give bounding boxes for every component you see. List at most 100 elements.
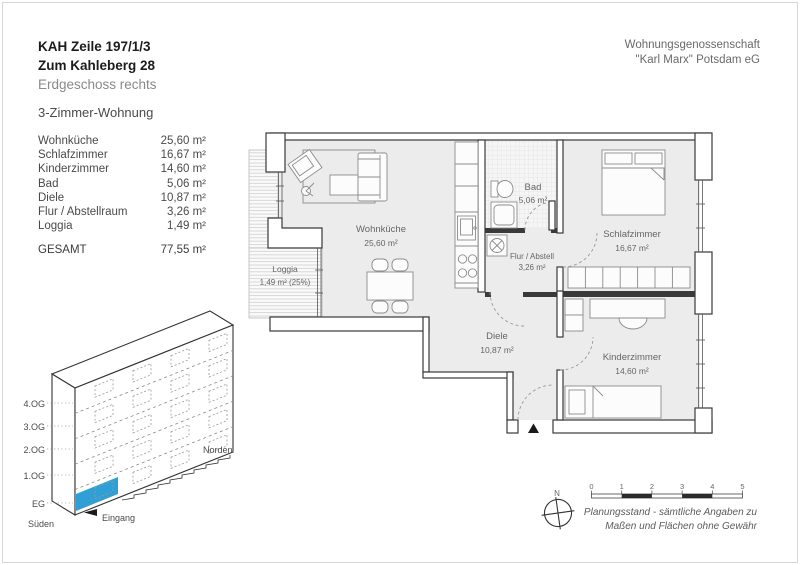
- room-label-wohnkueche: Wohnküche: [356, 224, 406, 235]
- compass-and-scale: N 0 1 2 3 4 5: [541, 482, 745, 530]
- project-id: KAH Zeile 197/1/3: [38, 39, 151, 54]
- bath-door-leaf: [548, 200, 556, 231]
- terrain-steps: [121, 455, 231, 501]
- bathtub-icon: [490, 201, 518, 229]
- company-city: "Karl Marx" Potsdam eG: [635, 53, 760, 66]
- floor-position: Erdgeschoss rechts: [38, 77, 157, 92]
- floor-label-eg: EG: [32, 499, 45, 509]
- highlighted-flat: [76, 477, 118, 511]
- row-value: 5,06 m²: [167, 177, 206, 190]
- room-label-flur: Flur / Abstell: [510, 252, 554, 261]
- table-row: Bad 5,06 m²: [38, 177, 206, 191]
- apartment-floor: [278, 140, 700, 420]
- disclaimer-line2: Maßen und Flächen ohne Gewähr: [605, 520, 757, 532]
- room-area-diele: 10,87 m²: [480, 345, 514, 355]
- row-label: Bad: [38, 177, 59, 190]
- desk-icon: [589, 298, 666, 319]
- entrance-flag-icon: [84, 509, 97, 516]
- desk-chair-icon: [618, 317, 648, 330]
- floor-leaders: [47, 402, 73, 504]
- room-area-bad: 5,06 m²: [519, 195, 548, 205]
- scale-tick-4: 4: [710, 482, 714, 491]
- scale-bar: 0 1 2 3 4 5: [589, 482, 745, 499]
- single-bed-icon: [564, 385, 662, 419]
- bedroom-furniture: [567, 149, 691, 289]
- floor-label-2og: 2.OG: [23, 445, 45, 455]
- floor-label-3og: 3.OG: [23, 422, 45, 432]
- scale-tick-3: 3: [680, 482, 684, 491]
- sofa-icon: [357, 152, 388, 202]
- row-value: 10,87 m²: [160, 191, 206, 204]
- row-label: Flur / Abstellraum: [38, 206, 128, 219]
- north-compass-icon: N: [541, 489, 575, 530]
- table-row: Diele 10,87 m²: [38, 191, 206, 205]
- room-area-schlafzimmer: 16,67 m²: [615, 243, 649, 253]
- apartment-type: 3-Zimmer-Wohnung: [38, 105, 154, 120]
- stove-icon: [457, 254, 478, 278]
- room-label-schlafzimmer: Schlafzimmer: [603, 229, 661, 240]
- row-label: Wohnküche: [38, 135, 99, 147]
- south-label: Süden: [28, 519, 54, 529]
- company-name: Wohnungsgenossenschaft: [624, 39, 760, 51]
- bath-furniture: [486, 180, 518, 257]
- room-area-table: Wohnküche 25,60 m² Schlafzimmer 16,67 m² K…: [38, 134, 206, 233]
- washing-machine-icon: [486, 234, 508, 257]
- walls: [265, 132, 713, 434]
- room-area-loggia: 1,49 m² (25%): [260, 278, 311, 287]
- scale-tick-1: 1: [620, 482, 624, 491]
- total-label: GESAMT: [38, 244, 87, 256]
- table-row: Flur / Abstellraum 3,26 m²: [38, 205, 206, 219]
- toilet-icon: [490, 180, 514, 198]
- street-address: Zum Kahleberg 28: [38, 58, 156, 73]
- scale-tick-2: 2: [650, 482, 654, 491]
- room-label-diele: Diele: [486, 331, 508, 342]
- title-block: KAH Zeile 197/1/3 Zum Kahleberg 28 Erdge…: [38, 37, 157, 94]
- room-area-kinderzimmer: 14,60 m²: [615, 366, 649, 376]
- shelf-icon: [564, 298, 584, 332]
- building-labels: 4.OG 3.OG 2.OG 1.OG EG Norden Süden Eing…: [23, 399, 232, 529]
- entrance-arrow-icon: [528, 423, 539, 433]
- loggia-deck: [248, 149, 323, 319]
- disclaimer: Planungsstand - sämtliche Angaben zu Maß…: [584, 506, 757, 533]
- entrance-label: Eingang: [102, 513, 135, 523]
- kitchen-counter-icon: [454, 141, 479, 289]
- floor-plan: Wohnküche 25,60 m² Bad 5,06 m² Schlafzim…: [248, 132, 713, 434]
- room-label-loggia: Loggia: [272, 264, 298, 274]
- row-label: Schlafzimmer: [38, 149, 108, 162]
- floor-lamp-icon: [301, 182, 315, 197]
- disclaimer-line1: Planungsstand - sämtliche Angaben zu: [583, 507, 757, 518]
- wardrobe-icon: [567, 266, 691, 289]
- row-label: Diele: [38, 191, 65, 204]
- scale-tick-5: 5: [740, 482, 744, 491]
- room-label-kinderzimmer: Kinderzimmer: [603, 352, 662, 363]
- row-value: 3,26 m²: [167, 206, 206, 219]
- total-row: GESAMT 77,55 m²: [38, 244, 206, 256]
- row-label: Loggia: [38, 220, 73, 233]
- company-block: Wohnungsgenossenschaft "Karl Marx" Potsd…: [625, 38, 760, 67]
- dining-table-icon: [366, 258, 414, 314]
- building-shape: [50, 310, 235, 516]
- scale-tick-0: 0: [589, 482, 593, 491]
- child-room-furniture: [564, 298, 666, 419]
- floor-label-4og: 4.OG: [23, 399, 45, 409]
- north-label: Norden: [203, 445, 233, 455]
- table-row: Schlafzimmer 16,67 m²: [38, 148, 206, 162]
- row-value: 16,67 m²: [160, 149, 206, 162]
- room-labels: Wohnküche 25,60 m² Bad 5,06 m² Schlafzim…: [260, 182, 662, 376]
- armchair-icon: [287, 148, 323, 184]
- total-value: 77,55 m²: [160, 244, 206, 256]
- living-room-furniture: [287, 141, 479, 314]
- table-row: Loggia 1,49 m²: [38, 219, 206, 233]
- row-value: 25,60 m²: [160, 135, 206, 147]
- room-area-flur: 3,26 m²: [518, 263, 545, 272]
- table-row: Wohnküche 25,60 m²: [38, 134, 206, 148]
- row-label: Kinderzimmer: [38, 163, 109, 176]
- row-value: 1,49 m²: [167, 220, 206, 233]
- compass-n-label: N: [554, 489, 560, 498]
- windows: [276, 172, 705, 408]
- room-label-bad: Bad: [525, 182, 542, 193]
- double-bed-icon: [601, 149, 666, 216]
- floor-label-1og: 1.OG: [23, 471, 45, 481]
